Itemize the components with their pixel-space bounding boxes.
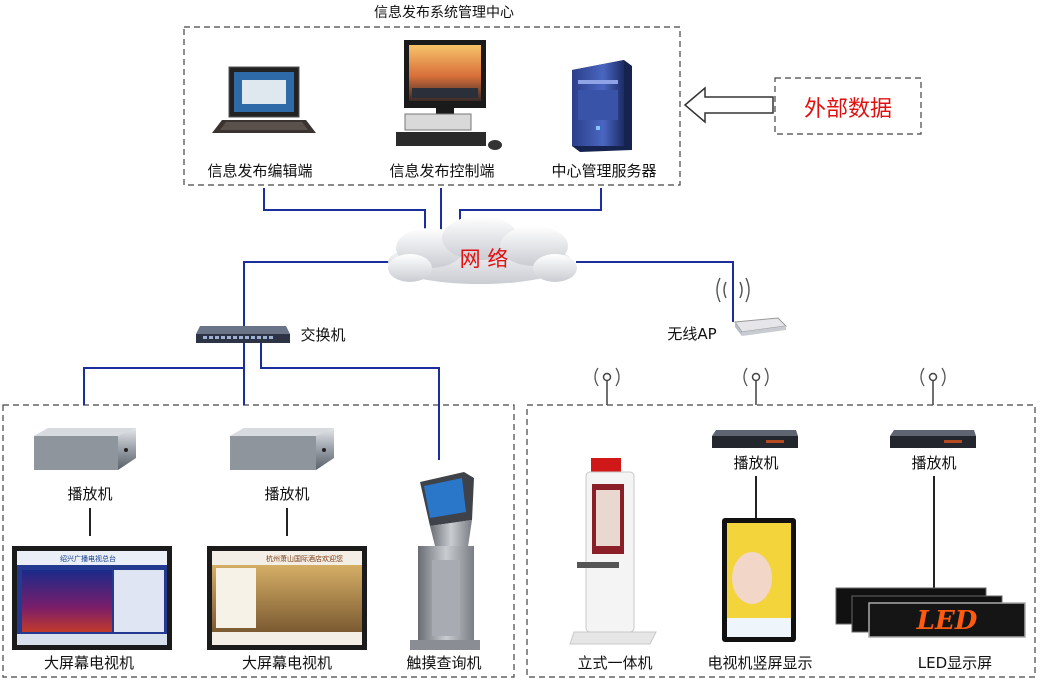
switch-player1-link xyxy=(83,343,245,405)
wireless-ap-label: 无线AP xyxy=(667,325,716,343)
network-cloud-icon xyxy=(388,216,577,284)
vertical-tv-icon xyxy=(722,518,796,642)
wireless-signal-icon xyxy=(594,367,620,405)
player3-label: 播放机 xyxy=(733,454,778,472)
switch-kiosk-link xyxy=(260,343,440,460)
tv2-label: 大屏幕电视机 xyxy=(242,654,332,672)
switch-label: 交换机 xyxy=(300,326,345,344)
media-player-icon xyxy=(230,428,334,470)
large-tv-icon xyxy=(12,546,172,650)
standing-label: 立式一体机 xyxy=(577,654,652,672)
server-label: 中心管理服务器 xyxy=(551,162,656,180)
management-center-title: 信息发布系统管理中心 xyxy=(374,4,514,21)
kiosk-label: 触摸查询机 xyxy=(406,654,481,672)
media-player-icon xyxy=(712,430,798,448)
controller-label: 信息发布控制端 xyxy=(389,162,494,180)
server-icon xyxy=(572,60,632,152)
ap-network-link xyxy=(576,261,734,322)
player2-label: 播放机 xyxy=(264,485,309,503)
player1-label: 播放机 xyxy=(67,485,112,503)
editor-network-link xyxy=(263,188,426,240)
network-label: 网 络 xyxy=(460,247,509,271)
external-data-label: 外部数据 xyxy=(804,97,892,122)
led-sign-text: LED xyxy=(916,606,978,636)
touch-kiosk-icon xyxy=(410,472,480,650)
wired-terminals-box xyxy=(2,404,515,678)
large-tv-icon xyxy=(207,546,367,650)
media-player-icon xyxy=(890,430,976,448)
laptop-icon xyxy=(212,66,316,133)
standing-all-in-one-icon xyxy=(569,458,657,645)
management-center-box xyxy=(183,26,681,186)
wireless-terminals-box xyxy=(526,404,1036,678)
editor-label: 信息发布编辑端 xyxy=(207,162,312,180)
external-data-box xyxy=(774,77,922,135)
tv2-screen-header: 杭州萧山国际酒店欢迎您 xyxy=(266,554,343,563)
wireless-signal-icon xyxy=(920,367,946,405)
switch-network-link xyxy=(243,261,392,326)
wireless-signal-icon xyxy=(743,367,769,405)
switch-icon xyxy=(196,326,290,343)
led-label: LED显示屏 xyxy=(918,654,992,672)
tv1-screen-header: 绍兴广播电视总台 xyxy=(60,554,116,563)
external-data-arrow xyxy=(683,86,774,124)
media-player-icon xyxy=(34,428,136,470)
vertical-tv-label: 电视机竖屏显示 xyxy=(707,654,812,672)
desktop-computer-icon xyxy=(396,40,502,150)
player4-label: 播放机 xyxy=(911,454,956,472)
wireless-ap-icon xyxy=(716,277,788,336)
tv1-label: 大屏幕电视机 xyxy=(44,654,134,672)
led-display-icon xyxy=(835,587,1026,638)
